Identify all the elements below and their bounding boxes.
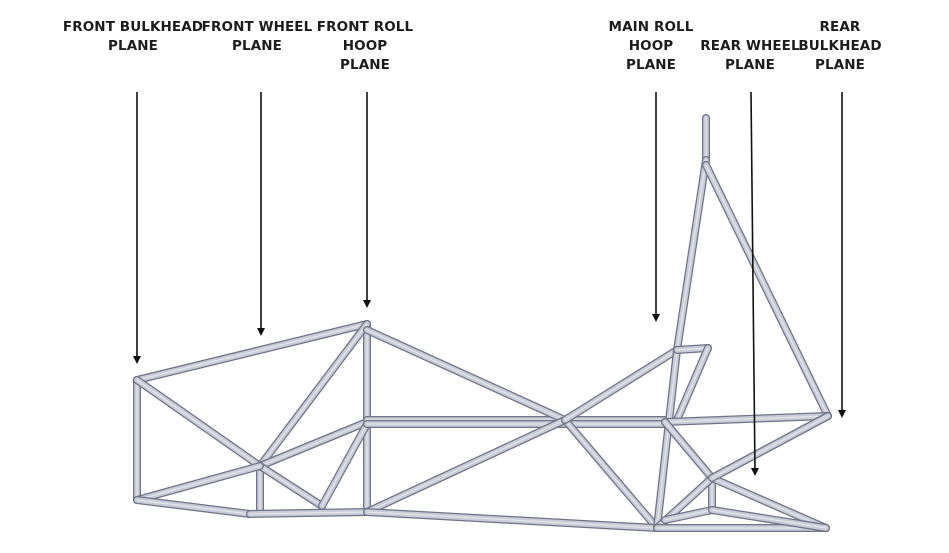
rear-bulkhead-plane-label: REAR BULKHEAD PLANE (798, 18, 881, 75)
label-line: HOOP (628, 38, 674, 54)
label-line: PLANE (626, 57, 676, 73)
label-line: REAR WHEEL (700, 38, 800, 54)
frame-tube (256, 320, 371, 470)
frame-tube (133, 496, 254, 518)
frame-tube (256, 418, 371, 470)
frame-tube (133, 320, 371, 384)
frame-tube (561, 346, 681, 424)
frame-tube (133, 462, 264, 504)
rear-wheel-plane-label: REAR WHEEL PLANE (700, 37, 799, 75)
frame-tube (673, 344, 712, 354)
label-line: PLANE (725, 57, 775, 73)
frame-tube (318, 420, 371, 510)
label-line: FRONT ROLL (316, 19, 414, 35)
front-wheel-plane-label: FRONT WHEEL PLANE (202, 18, 313, 56)
frame-tube (363, 508, 661, 532)
frame-tube (708, 506, 830, 532)
frame-tube (702, 161, 832, 420)
frame-tube (363, 326, 569, 424)
frame-tube (363, 416, 569, 516)
frame-tube (708, 412, 832, 482)
label-line: PLANE (815, 57, 865, 73)
frame-tube (673, 156, 710, 354)
label-line: HOOP (342, 38, 388, 54)
label-line: PLANE (108, 38, 158, 54)
label-line: PLANE (232, 38, 282, 54)
frame-tube (661, 412, 832, 426)
frame-tube (673, 344, 712, 424)
frame-tube (133, 376, 264, 470)
frame-tube (708, 474, 830, 532)
label-line: FRONT BULKHEAD (62, 19, 204, 35)
frame-tubes (133, 114, 832, 532)
frame-tube (256, 462, 326, 510)
frame-tube (246, 508, 371, 518)
frame-tube (661, 506, 716, 524)
front-roll-hoop-plane-label: FRONT ROLL HOOP PLANE (317, 18, 413, 75)
main-roll-hoop-plane-label: MAIN ROLL HOOP PLANE (609, 18, 694, 75)
plane-indicator-arrow (750, 91, 759, 476)
frame-tube (561, 416, 661, 532)
label-line: BULKHEAD (798, 38, 882, 54)
front-bulkhead-plane-label: FRONT BULKHEAD PLANE (63, 18, 203, 56)
label-line: REAR (819, 19, 861, 35)
label-line: PLANE (340, 57, 390, 73)
frame-tube (661, 418, 716, 482)
label-line: FRONT WHEEL (201, 19, 313, 35)
plane-arrows (133, 91, 846, 476)
label-line: MAIN ROLL (608, 19, 694, 35)
frame-tube (653, 346, 681, 532)
